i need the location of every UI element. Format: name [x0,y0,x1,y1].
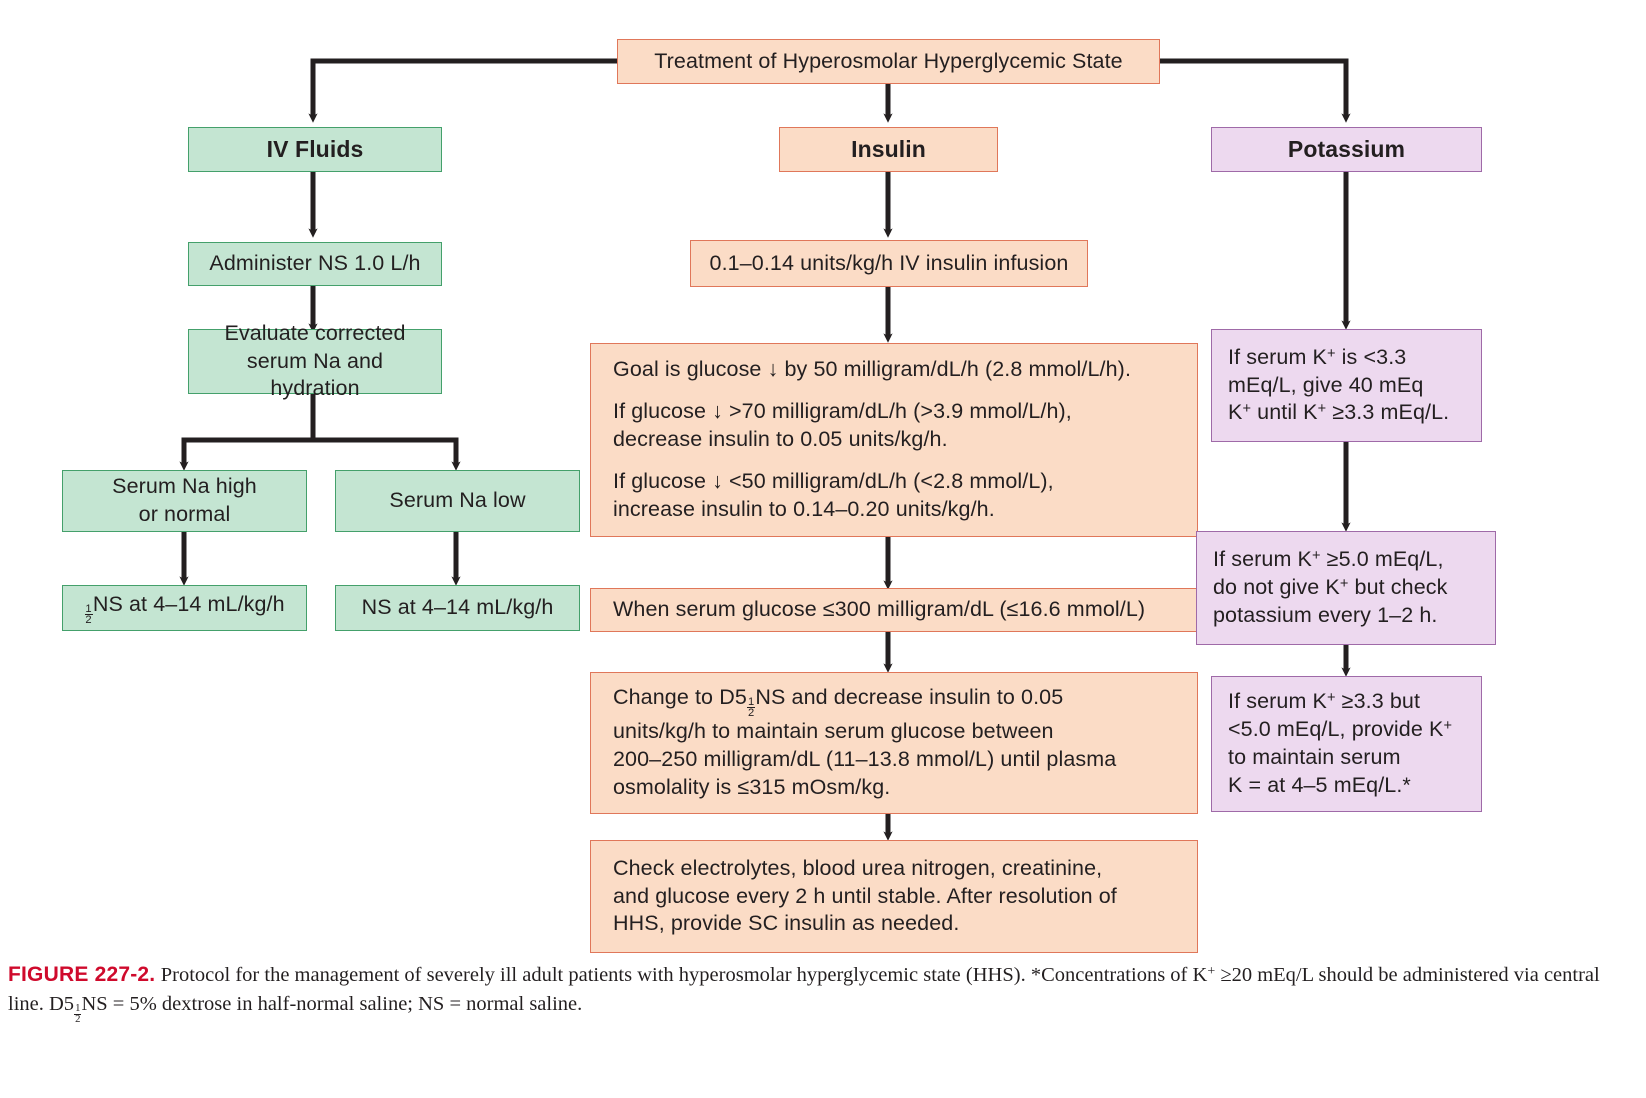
potassium-low-line3b: until K [1251,400,1318,425]
node-ns-rate: NS at 4–14 mL/kg/h [335,585,580,631]
insulin-header-text: Insulin [851,135,926,162]
potassium-high-line1: If serum K+ ≥5.0 mEq/L, [1213,546,1447,574]
potassium-low-line1b: is <3.3 [1335,344,1407,369]
potassium-low-line3c: ≥3.3 mEq/L. [1326,400,1450,425]
k-plus-superscript-6: + [1326,690,1336,706]
insulin-goal-slow-drop-line1: If glucose ↓ <50 milligram/dL/h (<2.8 mm… [613,468,1054,493]
change-fluid-line4: osmolality is ≤315 mOsm/kg. [613,775,891,800]
caption-text-1: Protocol for the management of severely … [160,964,1208,986]
node-serum-na-high: Serum Na high or normal [62,470,307,532]
root-title-text: Treatment of Hyperosmolar Hyperglycemic … [654,48,1123,73]
potassium-high-line1a: If serum K [1213,547,1312,572]
insulin-infusion-text: 0.1–0.14 units/kg/h IV insulin infusion [709,250,1069,275]
potassium-mid-line2: <5.0 mEq/L, provide K+ [1228,716,1452,744]
k-plus-superscript-3: + [1317,401,1327,418]
potassium-low-line1a: If serum K [1228,344,1327,369]
ns-rate-text: NS at 4–14 mL/kg/h [361,595,554,620]
change-fluid-line2: units/kg/h to maintain serum glucose bet… [613,719,1054,744]
node-evaluate-na: Evaluate corrected serum Na and hydratio… [188,321,442,400]
serum-na-high-line2: or normal [138,502,231,526]
figure-label: FIGURE 227-2. [8,963,156,986]
caption-text-2b: NS = 5% dextrose in half-normal saline; … [81,993,583,1016]
potassium-low-line3a: K [1228,400,1243,425]
insulin-goal-fast-drop: If glucose ↓ >70 milligram/dL/h (>3.9 mm… [613,398,1131,454]
administer-ns-text: Administer NS 1.0 L/h [209,251,421,276]
node-potassium-mid: If serum K+ ≥3.3 but <5.0 mEq/L, provide… [1211,676,1482,812]
monitor-labs-line1: Check electrolytes, blood urea nitrogen,… [613,855,1103,880]
k-plus-superscript-2: + [1242,401,1252,418]
node-potassium-low: If serum K+ is <3.3 mEq/L, give 40 mEq K… [1211,329,1482,442]
figure-caption: FIGURE 227-2. Protocol for the managemen… [8,960,1638,1025]
potassium-high-line3: potassium every 1–2 h. [1213,602,1438,627]
serum-na-low-text: Serum Na low [389,488,526,513]
k-plus-superscript-7: + [1443,717,1453,734]
node-potassium-header: Potassium [1211,127,1482,172]
k-plus-superscript: + [1326,345,1336,362]
k-plus-superscript-5: + [1339,575,1349,592]
iv-fluids-header-text: IV Fluids [266,135,364,162]
potassium-mid-line1a: If serum K [1228,689,1327,714]
node-iv-fluids-header: IV Fluids [188,127,442,172]
monitor-labs-line2: and glucose every 2 h until stable. Afte… [613,883,1117,908]
potassium-header-text: Potassium [1287,135,1406,162]
potassium-low-line3: K+ until K+ ≥3.3 mEq/L. [1228,399,1449,427]
glucose-threshold-text: When serum glucose ≤300 milligram/dL (≤1… [613,597,1146,622]
caption-text-2a: central line. D5 [8,964,1600,1016]
caption-text-1b: ≥20 mEq/L should be administered via [1215,964,1539,986]
half-ns-rate-label: NS at 4–14 mL/kg/h [92,591,285,616]
node-glucose-threshold: When serum glucose ≤300 milligram/dL (≤1… [590,588,1198,632]
evaluate-na-line1: Evaluate corrected [224,320,406,345]
node-serum-na-low: Serum Na low [335,470,580,532]
monitor-labs-line3: HHS, provide SC insulin as needed. [613,911,960,936]
potassium-mid-line3: to maintain serum [1228,745,1401,769]
change-fluid-line3: 200–250 milligram/dL (11–13.8 mmol/L) un… [613,747,1117,772]
potassium-high-line1b: ≥5.0 mEq/L, [1320,547,1444,572]
node-administer-ns: Administer NS 1.0 L/h [188,242,442,286]
insulin-goal-slow-drop: If glucose ↓ <50 milligram/dL/h (<2.8 mm… [613,468,1131,524]
node-insulin-goals: Goal is glucose ↓ by 50 milligram/dL/h (… [590,343,1198,537]
insulin-goal-slow-drop-line2: increase insulin to 0.14–0.20 units/kg/h… [613,496,995,521]
change-fluid-line1-pre: Change to D5 [613,684,747,709]
k-plus-superscript-caption: + [1207,964,1216,980]
node-insulin-infusion: 0.1–0.14 units/kg/h IV insulin infusion [690,240,1088,287]
potassium-mid-line4: K = at 4–5 mEq/L.* [1228,772,1411,797]
insulin-goal-fast-drop-line1: If glucose ↓ >70 milligram/dL/h (>3.9 mm… [613,399,1072,424]
change-fluid-line1-post: NS and decrease insulin to 0.05 [755,684,1064,709]
node-root-title: Treatment of Hyperosmolar Hyperglycemic … [617,39,1160,84]
evaluate-na-line2: serum Na and hydration [246,348,384,401]
potassium-mid-line1: If serum K+ ≥3.3 but [1228,688,1452,716]
insulin-goal-primary: Goal is glucose ↓ by 50 milligram/dL/h (… [613,357,1132,382]
figure-caption-body: Protocol for the management of severely … [8,964,1600,1025]
node-potassium-high: If serum K+ ≥5.0 mEq/L, do not give K+ b… [1196,531,1496,645]
potassium-mid-line1b: ≥3.3 but [1335,689,1421,714]
serum-na-high-line1: Serum Na high [112,474,257,499]
potassium-high-line2a: do not give K [1213,575,1340,600]
node-monitor-labs: Check electrolytes, blood urea nitrogen,… [590,840,1198,953]
potassium-high-line2b: but check [1348,575,1448,600]
potassium-low-line1: If serum K+ is <3.3 [1228,344,1449,372]
k-plus-superscript-4: + [1311,547,1321,564]
potassium-mid-line2a: <5.0 mEq/L, provide K [1228,717,1444,742]
insulin-goal-fast-drop-line2: decrease insulin to 0.05 units/kg/h. [613,427,948,452]
potassium-low-line2: mEq/L, give 40 mEq [1228,372,1424,397]
potassium-high-line2: do not give K+ but check [1213,574,1447,602]
node-insulin-header: Insulin [779,127,998,172]
